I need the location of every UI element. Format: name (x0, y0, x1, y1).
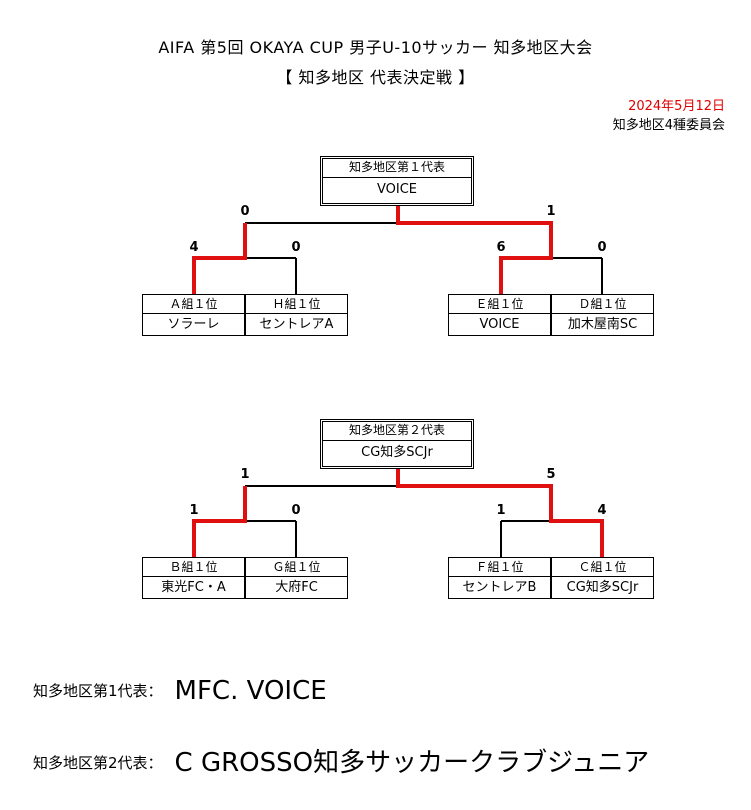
team-group-label: Ｈ組１位 (246, 295, 347, 314)
team-cell: Ｈ組１位 セントレアA (244, 295, 347, 335)
team-name: 東光FC・A (161, 580, 226, 595)
team-group-label: Ｅ組１位 (449, 295, 550, 314)
b1-final-score-left: 0 (240, 204, 250, 219)
b1-champion-label: 知多地区第１代表 (323, 159, 471, 178)
b2-semi-left-score-a: 1 (189, 503, 199, 518)
organizer: 知多地区4種委員会 (612, 118, 725, 133)
b2-champion-box: 知多地区第２代表 CG知多SCJr (320, 419, 474, 469)
b1-semi-right-score-a: 6 (496, 240, 506, 255)
result-label: 知多地区第1代表： (33, 682, 163, 700)
b1-right-team-pair: Ｅ組１位 VOICE Ｄ組１位 加木屋南SC (448, 294, 654, 336)
result-row-1: 知多地区第1代表： MFC. VOICE (33, 676, 327, 706)
b2-champion-label: 知多地区第２代表 (323, 422, 471, 441)
event-date: 2024年5月12日 (628, 99, 725, 114)
b1-semi-left-score-b: 0 (291, 240, 301, 255)
b1-champion-value: VOICE (376, 182, 418, 197)
team-name: セントレアA (259, 317, 334, 332)
team-cell: Ｅ組１位 VOICE (449, 295, 550, 335)
result-row-2: 知多地区第2代表： C GROSSO知多サッカークラブジュニア (33, 742, 649, 779)
b2-champion-value: CG知多SCJr (361, 445, 433, 460)
team-cell: Ｇ組１位 大府FC (244, 558, 347, 598)
b2-final-score-left: 1 (240, 467, 250, 482)
team-group-label: Ａ組１位 (143, 295, 244, 314)
b2-winner-path-right (396, 469, 604, 557)
b1-final-score-right: 1 (546, 204, 556, 219)
result-label: 知多地区第2代表： (33, 754, 163, 772)
team-group-label: Ｇ組１位 (246, 558, 347, 577)
b2-semi-right-score-b: 4 (597, 503, 607, 518)
team-group-label: Ｆ組１位 (449, 558, 550, 577)
team-group-label: Ｂ組１位 (143, 558, 244, 577)
team-name: セントレアB (462, 580, 537, 595)
team-name: CG知多SCJr (566, 580, 639, 595)
b1-champion-box: 知多地区第１代表 VOICE (320, 156, 474, 206)
result-team: MFC. VOICE (174, 676, 327, 706)
b1-winner-path-right (396, 206, 553, 294)
team-cell: Ｄ組１位 加木屋南SC (550, 295, 653, 335)
b1-semi-left-score-a: 4 (189, 240, 199, 255)
b2-right-team-pair: Ｆ組１位 セントレアB Ｃ組１位 CG知多SCJr (448, 557, 654, 599)
b2-left-team-pair: Ｂ組１位 東光FC・A Ｇ組１位 大府FC (142, 557, 348, 599)
team-cell: Ａ組１位 ソラーレ (143, 295, 244, 335)
team-group-label: Ｄ組１位 (552, 295, 653, 314)
result-team: C GROSSO知多サッカークラブジュニア (174, 748, 650, 778)
b1-left-team-pair: Ａ組１位 ソラーレ Ｈ組１位 セントレアA (142, 294, 348, 336)
team-name: 大府FC (275, 580, 318, 595)
b2-semi-right-score-a: 1 (496, 503, 506, 518)
b2-final-score-right: 5 (546, 467, 556, 482)
team-cell: Ｆ組１位 セントレアB (449, 558, 550, 598)
team-name: VOICE (479, 317, 520, 332)
b1-semi-right-score-b: 0 (597, 240, 607, 255)
b2-semi-left-score-b: 0 (291, 503, 301, 518)
team-cell: Ｂ組１位 東光FC・A (143, 558, 244, 598)
team-group-label: Ｃ組１位 (552, 558, 653, 577)
b1-winner-path-left (192, 223, 247, 294)
page-title: AIFA 第5回 OKAYA CUP 男子U-10サッカー 知多地区大会 (158, 38, 593, 57)
team-cell: Ｃ組１位 CG知多SCJr (550, 558, 653, 598)
team-name: ソラーレ (167, 317, 220, 332)
team-name: 加木屋南SC (567, 317, 638, 332)
b2-winner-path-left (192, 486, 247, 557)
page-subtitle: 【 知多地区 代表決定戦 】 (276, 68, 475, 87)
